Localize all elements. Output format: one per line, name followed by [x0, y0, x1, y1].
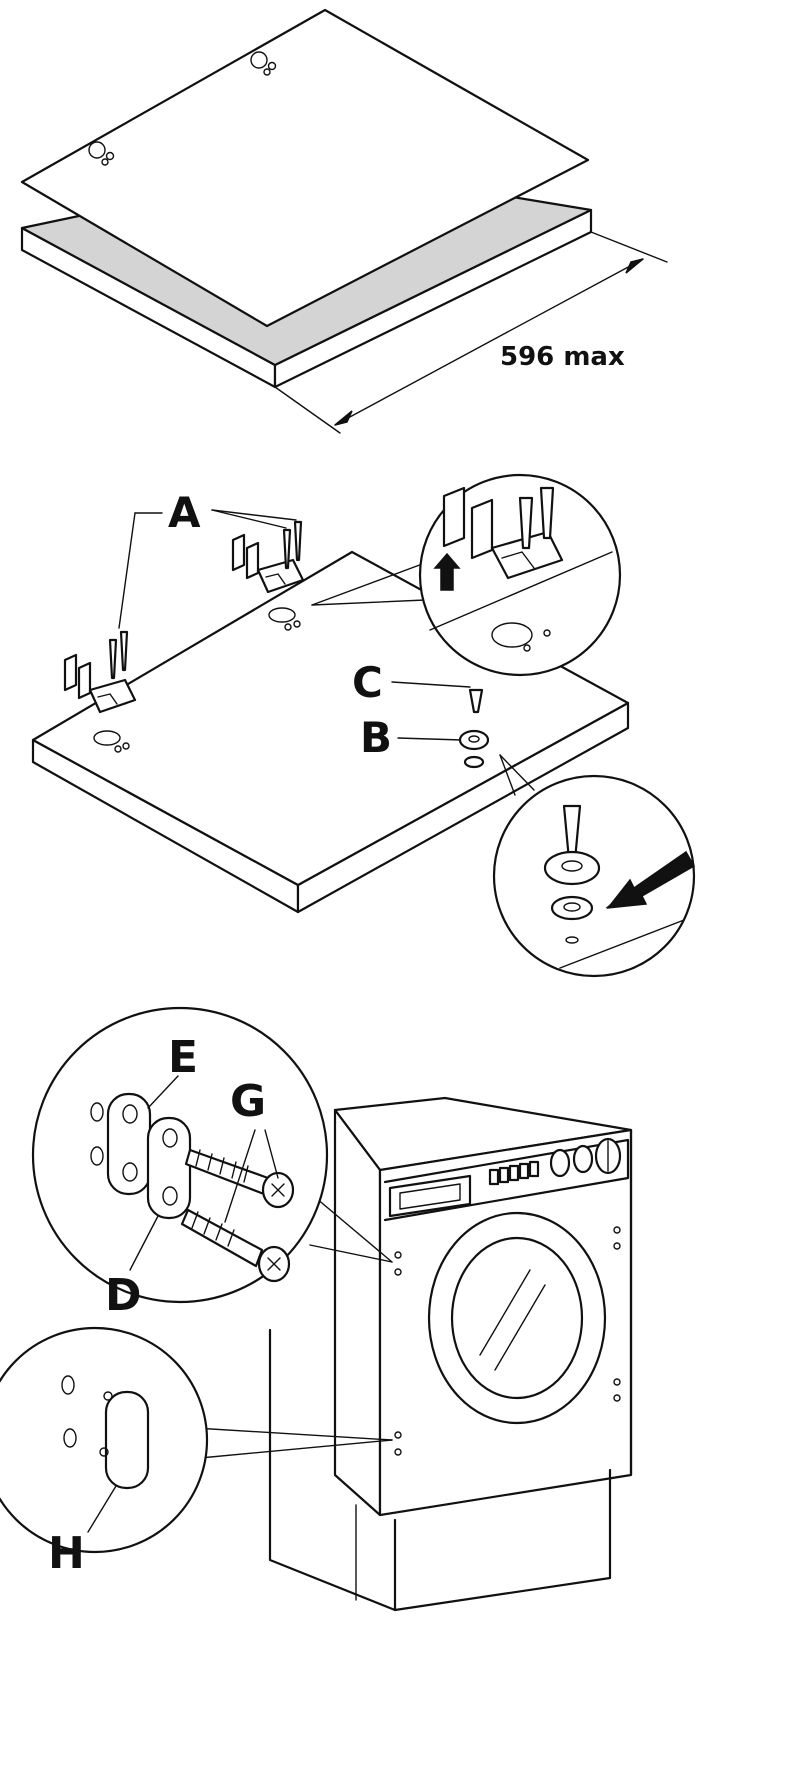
washing-machine-panel: E G D H [0, 1006, 633, 1612]
label-c: C [352, 658, 383, 707]
screws-g [180, 1148, 295, 1283]
program-buttons [488, 1160, 540, 1186]
plate-d [146, 1116, 192, 1220]
worktop-panel-2: A C B [31, 473, 696, 978]
label-b: B [360, 713, 392, 762]
label-g: G [230, 1076, 266, 1127]
bracket-right [231, 520, 305, 631]
bracket-left [63, 630, 137, 753]
label-d: D [105, 1270, 142, 1321]
sheet-hole-right [250, 51, 277, 76]
dimension-indicator [274, 231, 668, 434]
label-a: A [168, 488, 201, 537]
zoom-washer-detail [492, 774, 696, 978]
worktop-panel-1: 596 max [20, 8, 668, 434]
plate-e [106, 1092, 152, 1196]
sheet-hole-left [88, 141, 115, 166]
zoom-hinge-plate-detail [31, 1006, 329, 1304]
machine-door [427, 1211, 607, 1425]
control-knobs [549, 1137, 622, 1178]
zoom-cap-detail [0, 1326, 209, 1554]
label-h: H [48, 1528, 85, 1579]
label-e: E [168, 1032, 198, 1083]
cover-cap-h [99, 1390, 150, 1490]
dimension-label: 596 max [500, 342, 625, 372]
zoom-bracket-detail [418, 473, 622, 677]
washing-machine [333, 1096, 633, 1517]
